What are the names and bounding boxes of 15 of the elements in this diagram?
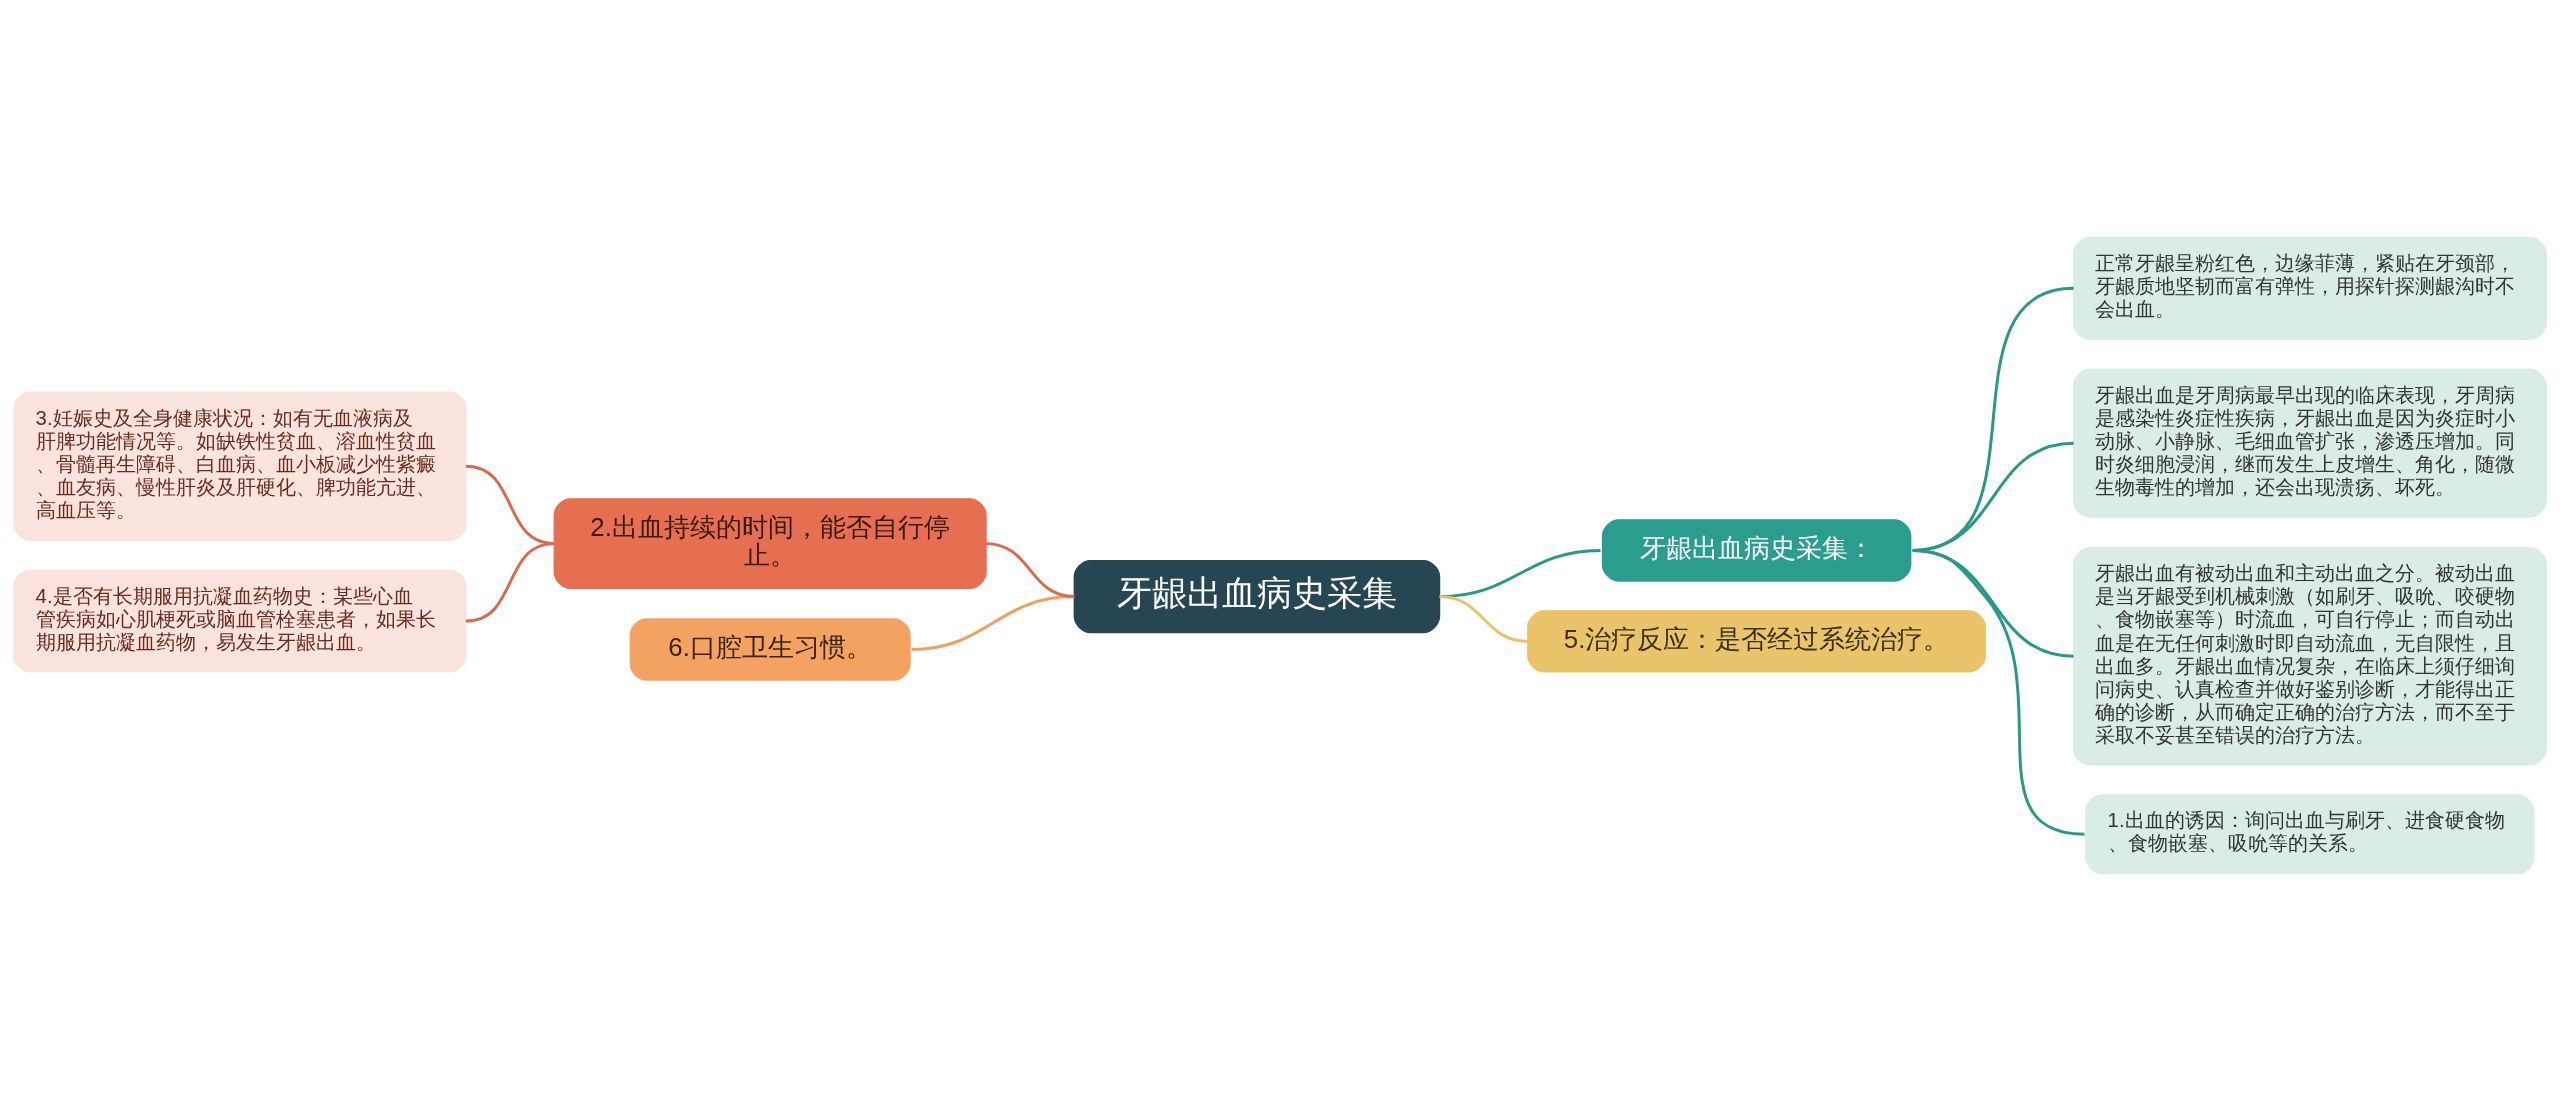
connector (1912, 548, 2085, 836)
node-box: 4.是否有长期服用抗凝血药物史：某些心血管疾病如心肌梗死或脑血管栓塞患者，如果长期服用抗凝血药物，易发生牙龈出血。 (13, 568, 467, 673)
node-box: 3.妊娠史及全身健康状况：如有无血液病及肝脾功能情况等。如缺铁性贫血、溶血性贫血、骨髓再生障碍、白血病、血小板减少性紫癜、血友病、慢性肝炎及肝硬化、脾功能亢进、高血压等。 (13, 391, 467, 541)
node-box: 6.口腔卫生习惯。 (629, 617, 911, 681)
node-box: 2.出血持续的时间，能否自行停止。 (553, 497, 987, 589)
node-box: 牙龈出血有被动出血和主动出血之分。被动出血是当牙龈受到机械刺激（如刷牙、吸吮、咬硬物、食物嵌塞等）时流血，可自行停止；而自动出血是在无任何刺激时即自动流血，无自限性，且出血多。牙龈出血情况复杂，在临床上须仔细询问病史、认真检查并做好鉴别诊断，才能得出正确的诊断，从而确定正确的治疗方法，而不至于采取不妥甚至错误的治疗方法。 (2072, 546, 2547, 766)
node-box: 牙龈出血病史采集： (1601, 518, 1912, 582)
connector (985, 541, 1075, 598)
node-box: 牙龈出血病史采集 (1073, 559, 1441, 633)
node-box: 牙龈出血是牙周病最早出现的临床表现，牙周病是感染性炎症性疾病，牙龈出血是因为炎症时小动脉、小静脉、毛细血管扩张，渗透压增加。同时炎细胞浸润，继而发生上皮增生、角化，随微生物毒性的增加，还会出现溃疡、坏死。 (2072, 367, 2547, 518)
node-box: 5.治疗反应：是否经过系统治疗。 (1527, 609, 1987, 673)
node-box: 正常牙龈呈粉红色，边缘菲薄，紧贴在牙颈部，牙龈质地坚韧而富有弹性，用探针探测龈沟时不会出血。 (2072, 236, 2547, 340)
connector (465, 464, 555, 545)
connector (1439, 594, 1528, 643)
node-box: 1.出血的诱因：询问出血与刷牙、进食硬食物、食物嵌塞、吸吮等的关系。 (2085, 793, 2535, 874)
